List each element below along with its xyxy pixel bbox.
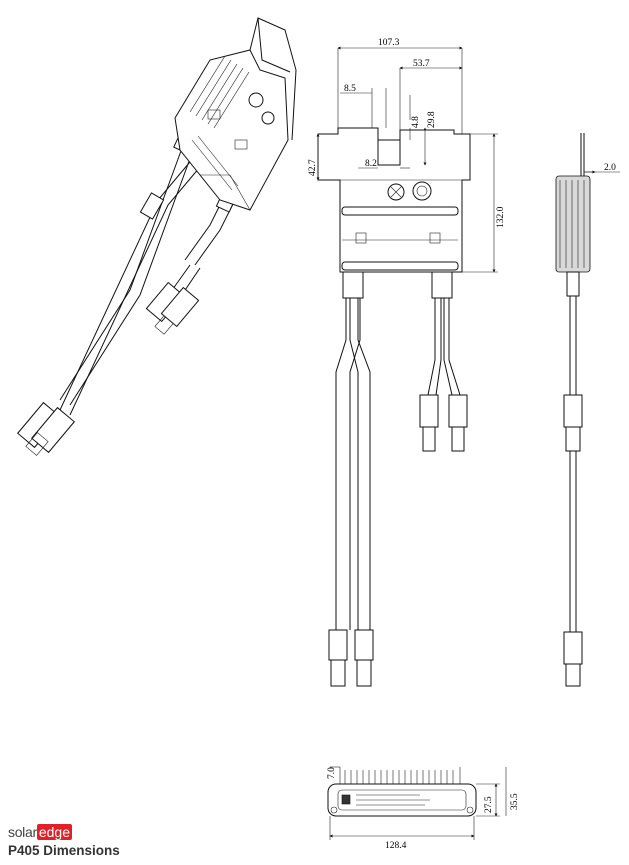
iso-connectors xyxy=(17,281,200,456)
dim-slot-width: 4.8 xyxy=(411,116,421,128)
side-heatsink xyxy=(555,175,591,273)
front-connector xyxy=(412,181,432,201)
dim-half-width: 53.7 xyxy=(413,59,430,69)
dim-offset-left: 8.5 xyxy=(344,84,356,94)
dim-bottom-inner: 27.5 xyxy=(484,796,494,813)
logo-edge-text: edge xyxy=(36,824,73,840)
front-view: 107.3 53.7 8.5 4.8 29.8 8.2 42.7 132.0 xyxy=(308,38,506,687)
front-cables-left xyxy=(328,271,374,687)
dim-slot-depth: 29.8 xyxy=(427,111,437,128)
iso-body xyxy=(174,17,297,211)
dim-side-height: 42.7 xyxy=(308,159,318,176)
dim-bracket-thickness: 2.0 xyxy=(604,163,616,173)
dim-bottom-top: 7.0 xyxy=(327,767,337,779)
bottom-view: 128.4 7.0 27.5 35.5 xyxy=(327,766,520,851)
dim-width-total: 107.3 xyxy=(378,38,400,48)
side-view: 2.0 xyxy=(555,133,620,687)
page-title: P405 Dimensions xyxy=(8,843,120,858)
dim-height-total: 132.0 xyxy=(496,206,506,228)
dim-bottom-height: 35.5 xyxy=(510,793,520,810)
front-cables-right xyxy=(419,271,468,452)
dim-bottom-width: 128.4 xyxy=(385,841,407,851)
front-dimensions: 107.3 53.7 8.5 4.8 29.8 8.2 42.7 132.0 xyxy=(308,38,506,273)
dim-slot-offset: 8.2 xyxy=(365,159,377,169)
isometric-view xyxy=(17,17,297,456)
logo-solar-text: solar xyxy=(8,824,37,840)
